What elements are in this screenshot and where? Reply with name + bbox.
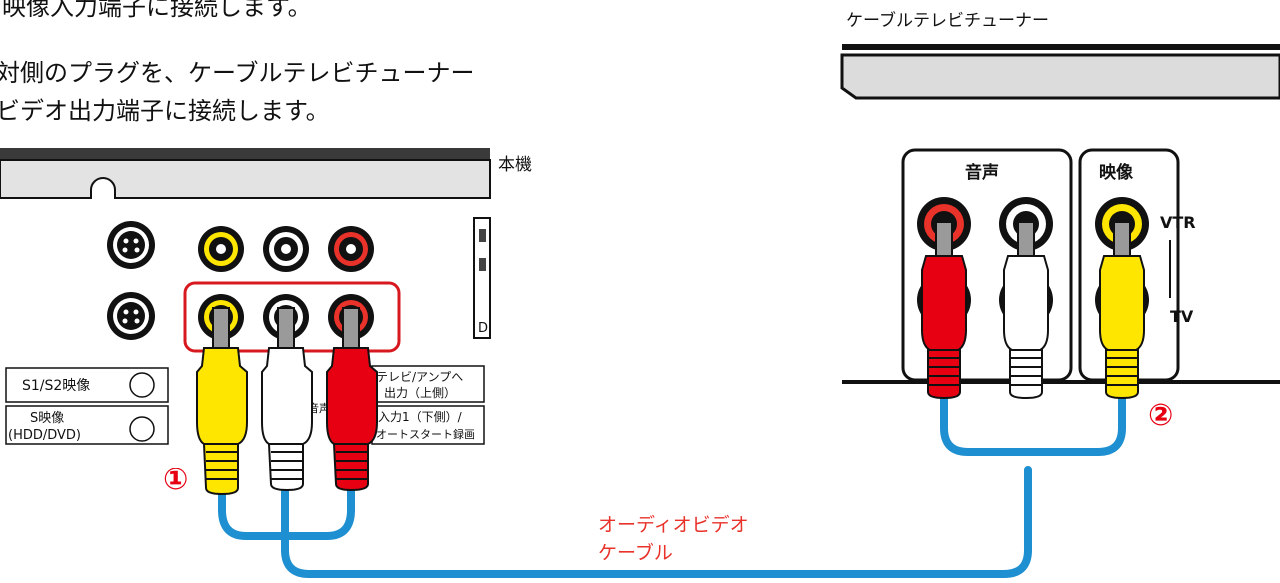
plug-red-tuner xyxy=(921,221,967,400)
output-label-line-2: 出力（上側） xyxy=(384,386,456,400)
rca-top-yellow xyxy=(198,226,244,272)
d-terminal-partial: D xyxy=(478,321,488,336)
input-label-box: 入力1（下側）/ オートスタート録画 xyxy=(371,405,485,445)
svideo-label-line-1: S映像 xyxy=(30,411,64,426)
main-unit-label: 本機 xyxy=(498,155,532,175)
cable-label-line-1: オーディオビデオ xyxy=(598,514,749,536)
tuner-tv-label: TV xyxy=(1170,307,1194,326)
marker-2: ② xyxy=(1148,398,1174,433)
plug-red-main xyxy=(326,307,378,492)
av-cable xyxy=(218,394,1126,578)
plug-yellow-main xyxy=(196,307,248,496)
svideo-label-box: S映像 (HDD/DVD) xyxy=(5,405,169,445)
tuner-vtr-label: VTR xyxy=(1160,213,1196,232)
cable-label-line-2: ケーブル xyxy=(598,542,673,564)
s1s2-label: S1/S2映像 xyxy=(22,378,90,394)
plug-yellow-tuner xyxy=(1099,221,1145,400)
svideo-label-line-2: (HDD/DVD) xyxy=(8,428,81,443)
output-label-line-1: テレビ/アンプへ xyxy=(376,370,463,384)
audio-label-partial: 音声 xyxy=(308,401,330,415)
s-video-jack-1 xyxy=(107,221,155,269)
s-video-jack-2 xyxy=(107,292,155,340)
input-label-line-1: 入力1（下側）/ xyxy=(378,410,463,424)
instruction-line-1: ・映像入力端子に接続します。 xyxy=(0,0,312,21)
tuner-label: ケーブルテレビチューナー xyxy=(846,11,1049,31)
output-label-box: テレビ/アンプへ 出力（上側） xyxy=(371,365,485,403)
s1s2-label-box: S1/S2映像 xyxy=(5,367,169,403)
input-label-line-2: オートスタート録画 xyxy=(376,427,475,441)
tuner-audio-label: 音声 xyxy=(965,162,999,183)
tuner-device xyxy=(840,44,1280,384)
plug-white-tuner xyxy=(1003,221,1049,400)
tuner-video-label: 映像 xyxy=(1099,162,1134,183)
rca-top-red xyxy=(328,226,374,272)
rca-top-white xyxy=(263,226,309,272)
instruction-line-2: 対側のプラグを、ケーブルテレビチューナー xyxy=(0,59,475,87)
plug-white-main xyxy=(261,307,313,492)
instruction-line-3: ビデオ出力端子に接続します。 xyxy=(0,97,330,125)
